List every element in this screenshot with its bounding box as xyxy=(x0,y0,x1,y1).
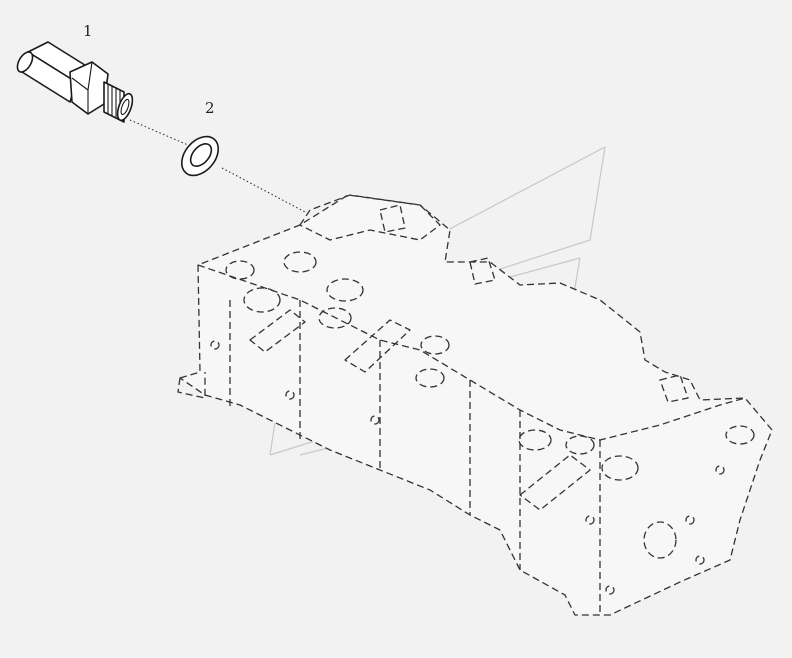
callout-part-1: 1 xyxy=(83,22,93,40)
cylinder-head-reference xyxy=(177,194,773,616)
part-2-sealing-washer xyxy=(180,135,220,177)
callout-part-2: 2 xyxy=(205,99,215,117)
assembly-leader-lines xyxy=(129,119,306,213)
part-1-threaded-fitting xyxy=(16,41,134,123)
